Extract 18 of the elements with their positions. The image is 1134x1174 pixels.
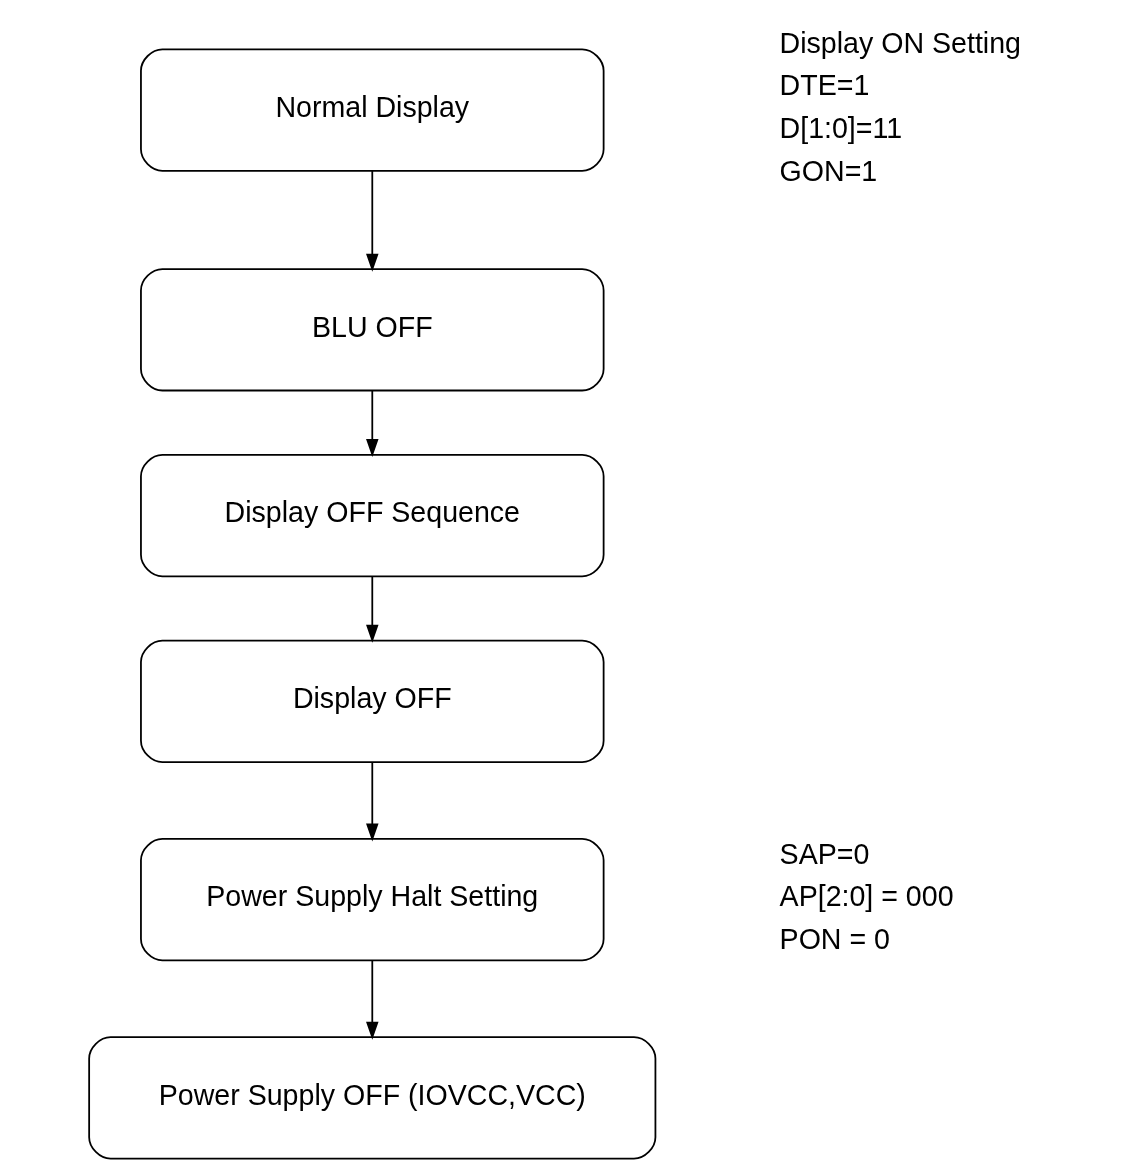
arrow — [366, 389, 379, 457]
label: PON = 0 — [779, 923, 890, 956]
label: D[1:0]=11 — [779, 112, 903, 145]
label: Display ON Setting — [779, 26, 1021, 59]
label: AP[2:0] = 000 — [779, 880, 954, 913]
node-box: Display OFF — [140, 639, 605, 763]
node-box: Power Supply Halt Setting — [140, 838, 605, 962]
arrow — [366, 170, 379, 272]
node-box: Power Supply OFF (IOVCC,VCC) — [88, 1036, 657, 1160]
node-box: Display OFF Sequence — [140, 453, 605, 578]
arrow — [366, 960, 379, 1040]
label: GON=1 — [779, 155, 878, 188]
node-box: BLU OFF — [140, 268, 605, 392]
label: SAP=0 — [779, 837, 870, 870]
label: DTE=1 — [779, 69, 870, 102]
arrow — [366, 575, 379, 643]
arrow — [366, 761, 379, 842]
node-box: Normal Display — [140, 48, 605, 172]
